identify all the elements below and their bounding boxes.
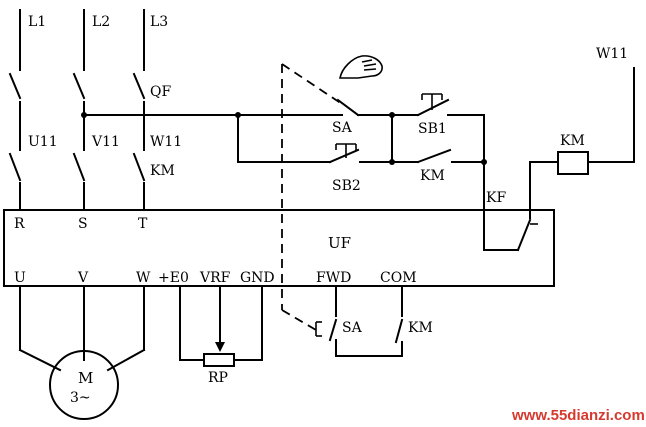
label-motor-m: M (78, 369, 93, 387)
label-v: V (77, 270, 89, 286)
qf-breaker (8, 72, 146, 151)
run-control (315, 285, 404, 357)
label-l2: L2 (92, 14, 110, 30)
label-uf: UF (328, 234, 351, 252)
control-circuit (81, 67, 635, 252)
label-vrf: VRF (199, 270, 231, 286)
junction-dot (81, 112, 87, 118)
supply-lines (19, 9, 145, 71)
km-main-contacts (8, 152, 146, 211)
label-v11: V11 (91, 134, 120, 150)
label-sa-top: SA (332, 120, 353, 136)
label-sa-bottom: SA (342, 320, 363, 336)
label-l3: L3 (150, 14, 168, 30)
label-r: R (14, 216, 25, 232)
label-l1: L1 (28, 14, 46, 30)
label-qf: QF (150, 84, 171, 100)
label-e0: +E0 (158, 270, 189, 286)
label-s: S (78, 216, 88, 232)
label-sb2: SB2 (332, 178, 361, 194)
label-w: W (136, 270, 151, 286)
label-com: COM (380, 270, 417, 286)
label-u11: U11 (28, 134, 58, 150)
label-u: U (14, 270, 26, 286)
label-w11-right: W11 (596, 46, 628, 62)
label-kf: KF (486, 190, 506, 206)
label-fwd: FWD (316, 270, 351, 286)
hand-pointer-icon (339, 55, 383, 79)
label-sb1: SB1 (418, 121, 447, 137)
km-coil (557, 151, 589, 175)
label-w11-left: W11 (150, 134, 182, 150)
potentiometer-rp (179, 285, 263, 367)
label-km-aux: KM (420, 168, 445, 184)
motor-symbol (49, 350, 119, 420)
label-km-main: KM (150, 163, 175, 179)
label-t: T (138, 216, 148, 232)
watermark: www.55dianzi.com (511, 407, 645, 424)
label-rp: RP (208, 370, 228, 386)
label-km-coil: KM (560, 133, 585, 149)
label-gnd: GND (240, 270, 275, 286)
inverter-box (3, 209, 555, 287)
labels: L1 L2 L3 QF U11 V11 W11 KM SA SB1 SB2 KM… (14, 14, 628, 406)
mechanical-link (281, 63, 343, 331)
label-km-bottom: KM (408, 320, 433, 336)
motor-connections (18, 285, 146, 420)
label-motor-phase: 3~ (70, 390, 91, 406)
